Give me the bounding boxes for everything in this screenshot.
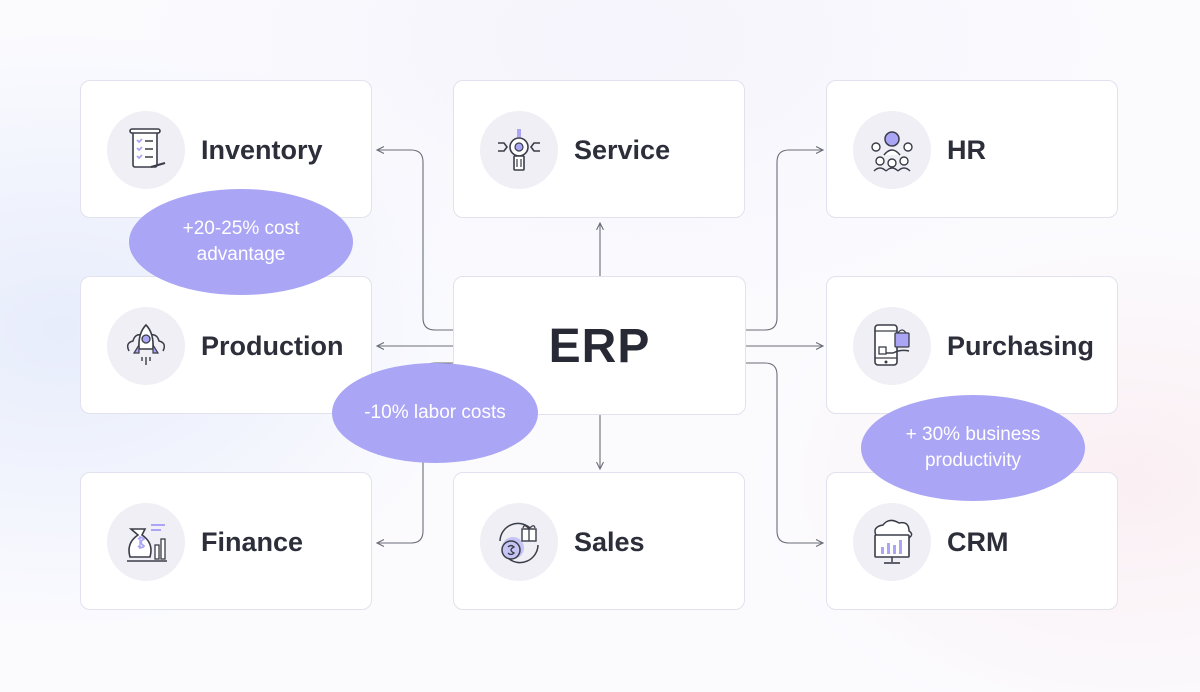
- module-card-finance: Finance: [80, 472, 372, 610]
- badge-business-productivity: + 30% business productivity: [861, 395, 1085, 501]
- connector-crm: [746, 362, 823, 543]
- sales-coin-gift-icon: [480, 503, 558, 581]
- crm-cloud-monitor-icon: [853, 503, 931, 581]
- production-rocket-icon: [107, 307, 185, 385]
- module-card-service: Service: [453, 80, 745, 218]
- module-card-production: Production: [80, 276, 372, 414]
- badge-cost-advantage: +20-25% cost advantage: [129, 189, 353, 295]
- module-card-hr: HR: [826, 80, 1118, 218]
- module-label-sales: Sales: [574, 527, 645, 557]
- connector-hr: [746, 150, 823, 331]
- finance-money-bag-icon: [107, 503, 185, 581]
- module-label-production: Production: [201, 331, 344, 361]
- purchasing-phone-bag-icon: [853, 307, 931, 385]
- inventory-checklist-icon: [107, 111, 185, 189]
- module-label-inventory: Inventory: [201, 135, 323, 165]
- module-label-crm: CRM: [947, 527, 1009, 557]
- module-label-hr: HR: [947, 135, 986, 165]
- badge-labor-costs: -10% labor costs: [332, 363, 538, 463]
- hr-people-icon: [853, 111, 931, 189]
- module-card-sales: Sales: [453, 472, 745, 610]
- module-label-finance: Finance: [201, 527, 304, 557]
- module-label-service: Service: [574, 135, 671, 165]
- module-label-purchasing: Purchasing: [947, 331, 1095, 361]
- erp-title: ERP: [548, 320, 651, 373]
- connector-inventory: [377, 150, 453, 331]
- erp-center-card: ERP: [453, 276, 746, 415]
- module-card-purchasing: Purchasing: [826, 276, 1118, 414]
- service-gear-wrench-icon: [480, 111, 558, 189]
